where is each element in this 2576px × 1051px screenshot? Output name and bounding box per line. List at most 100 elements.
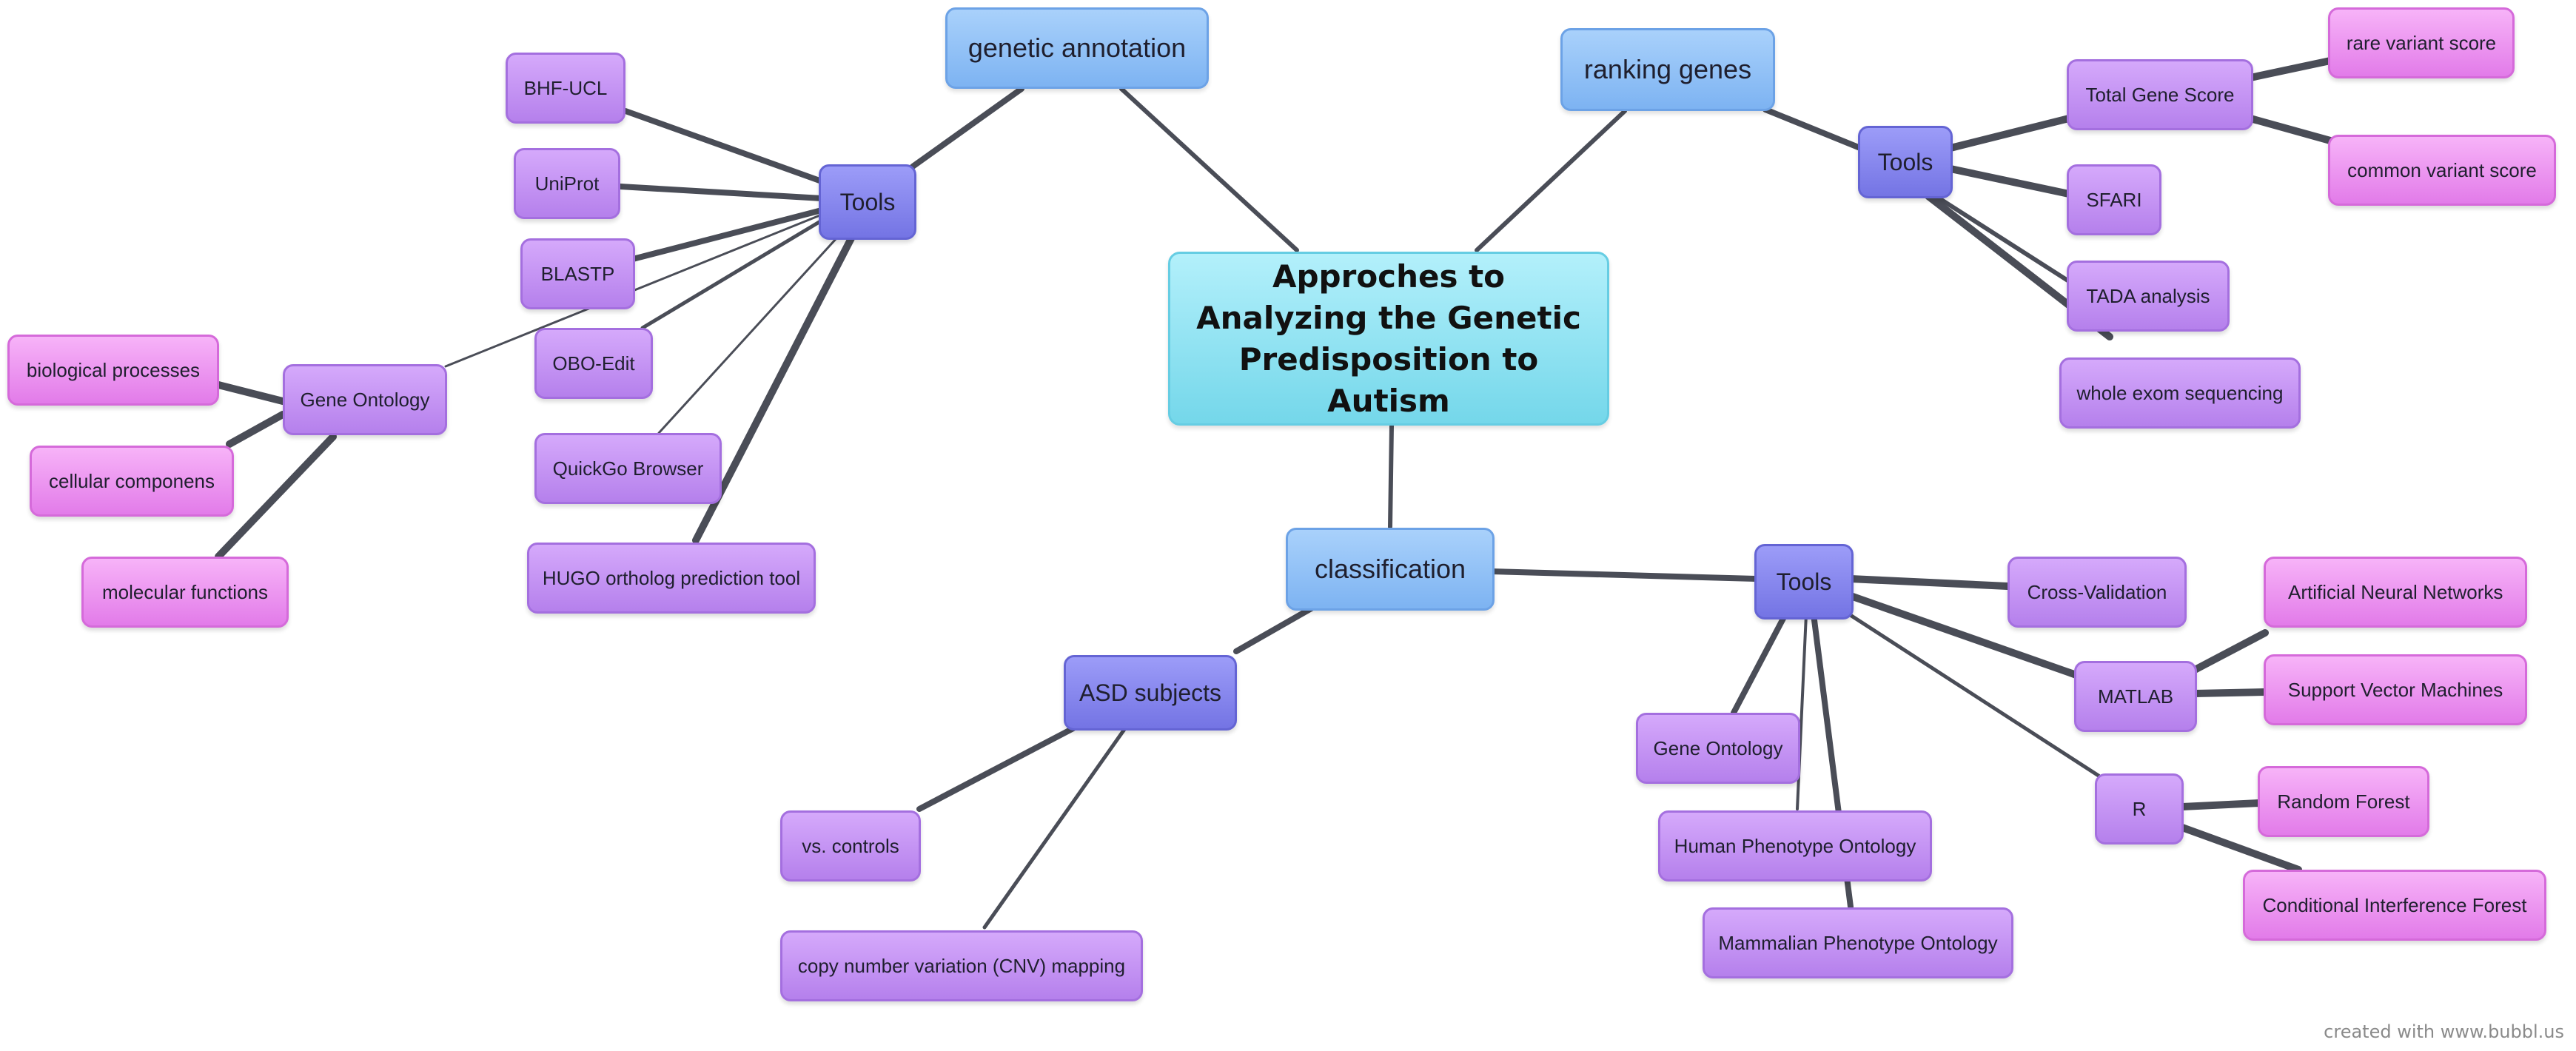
link-tools-tada: [1933, 194, 2071, 283]
ranking-genes-node[interactable]: ranking genes: [1560, 28, 1775, 111]
random-forest-label: Random Forest: [2277, 790, 2410, 813]
rare-variant-score-node[interactable]: rare variant score: [2328, 7, 2515, 78]
link-tools-quickgo: [657, 237, 838, 434]
classification-gene-ontology-node[interactable]: Gene Ontology: [1636, 713, 1800, 784]
whole-exom-sequencing-node[interactable]: whole exom sequencing: [2059, 357, 2301, 429]
link-tools-hugo: [692, 235, 855, 544]
link-tgs-common: [2247, 115, 2334, 144]
classification-tools-label: Tools: [1776, 568, 1832, 595]
link-center-ranking-genes: [1475, 109, 1627, 252]
link-tools-r: [1845, 611, 2101, 778]
cnv-mapping-node[interactable]: copy number variation (CNV) mapping: [780, 930, 1143, 1001]
link-tools-matlab: [1847, 592, 2080, 679]
support-vector-machines-node[interactable]: Support Vector Machines: [2264, 654, 2527, 725]
link-go-bio: [215, 381, 286, 405]
link-asd-cnv: [982, 726, 1127, 930]
link-go-cell: [226, 411, 286, 448]
biological-processes-label: biological processes: [26, 358, 201, 381]
link-center-genetic-annotation: [1119, 87, 1299, 252]
link-tools-blastp: [630, 207, 825, 262]
classification-gene-ontology-label: Gene Ontology: [1653, 736, 1783, 759]
annotation-tools-node[interactable]: Tools: [819, 164, 916, 240]
bhf-ucl-label: BHF-UCL: [523, 76, 608, 99]
common-variant-score-node[interactable]: common variant score: [2328, 135, 2556, 206]
link-tools-sfari: [1947, 165, 2073, 198]
cnv-mapping-label: copy number variation (CNV) mapping: [797, 954, 1126, 977]
cellular-componens-label: cellular componens: [48, 469, 215, 492]
classification-node[interactable]: classification: [1286, 528, 1495, 611]
obo-edit-label: OBO-Edit: [552, 352, 635, 375]
blastp-node[interactable]: BLASTP: [520, 238, 635, 309]
uniprot-node[interactable]: UniProt: [514, 148, 620, 219]
gene-ontology-node[interactable]: Gene Ontology: [283, 364, 447, 435]
matlab-label: MATLAB: [2097, 685, 2174, 708]
link-asd-controls: [916, 725, 1076, 812]
cellular-componens-node[interactable]: cellular componens: [30, 446, 234, 517]
genetic-annotation-label: genetic annotation: [967, 33, 1187, 63]
sfari-node[interactable]: SFARI: [2067, 164, 2161, 235]
classification-label: classification: [1314, 554, 1466, 584]
link-r-cif: [2178, 824, 2302, 873]
random-forest-node[interactable]: Random Forest: [2258, 766, 2429, 837]
link-ranking-tools: [1762, 107, 1863, 151]
asd-subjects-node[interactable]: ASD subjects: [1064, 655, 1237, 731]
tada-analysis-node[interactable]: TADA analysis: [2067, 261, 2230, 332]
bhf-ucl-node[interactable]: BHF-UCL: [506, 53, 625, 124]
hugo-ortholog-node[interactable]: HUGO ortholog prediction tool: [527, 543, 816, 614]
r-node[interactable]: R: [2095, 773, 2184, 845]
conditional-interference-forest-node[interactable]: Conditional Interference Forest: [2243, 870, 2546, 941]
molecular-functions-node[interactable]: molecular functions: [81, 557, 289, 628]
link-annotation-tools: [910, 86, 1024, 169]
r-label: R: [2132, 797, 2147, 820]
biological-processes-node[interactable]: biological processes: [7, 335, 219, 406]
uniprot-label: UniProt: [534, 172, 600, 195]
support-vector-machines-label: Support Vector Machines: [2287, 678, 2503, 701]
link-tools-crossval: [1847, 575, 2011, 590]
link-center-classification: [1388, 423, 1394, 529]
conditional-interference-forest-label: Conditional Interference Forest: [2262, 893, 2527, 916]
ranking-genes-label: ranking genes: [1583, 54, 1752, 84]
central-topic-node[interactable]: Approches to Analyzing the Genetic Predi…: [1168, 252, 1609, 426]
link-classification-tools: [1489, 568, 1759, 582]
link-go-mol: [215, 433, 337, 560]
cross-validation-node[interactable]: Cross-Validation: [2008, 557, 2187, 628]
link-tools-bhf: [623, 108, 825, 184]
total-gene-score-node[interactable]: Total Gene Score: [2067, 59, 2253, 130]
vs-controls-label: vs. controls: [802, 834, 899, 857]
whole-exom-sequencing-label: whole exom sequencing: [2076, 381, 2284, 404]
human-phenotype-ontology-label: Human Phenotype Ontology: [1674, 834, 1916, 857]
genetic-annotation-node[interactable]: genetic annotation: [945, 7, 1209, 89]
annotation-tools-label: Tools: [839, 188, 896, 215]
rare-variant-score-label: rare variant score: [2346, 31, 2497, 54]
sfari-label: SFARI: [2086, 188, 2142, 211]
link-r-rf: [2178, 799, 2263, 810]
central-topic-label: Approches to Analyzing the Genetic Predi…: [1196, 258, 1581, 419]
link-matlab-ann: [2191, 629, 2269, 674]
quickgo-browser-label: QuickGo Browser: [552, 457, 704, 480]
blastp-label: BLASTP: [540, 262, 615, 285]
vs-controls-node[interactable]: vs. controls: [780, 810, 921, 882]
link-tools-uniprot: [617, 184, 825, 201]
ranking-tools-label: Tools: [1877, 148, 1933, 175]
hugo-ortholog-label: HUGO ortholog prediction tool: [542, 566, 801, 589]
link-tools-tgs: [1947, 115, 2073, 152]
artificial-neural-networks-node[interactable]: Artificial Neural Networks: [2264, 557, 2527, 628]
artificial-neural-networks-label: Artificial Neural Networks: [2288, 581, 2503, 603]
matlab-node[interactable]: MATLAB: [2074, 661, 2197, 732]
asd-subjects-label: ASD subjects: [1079, 679, 1222, 706]
link-matlab-svm: [2191, 688, 2269, 697]
quickgo-browser-node[interactable]: QuickGo Browser: [534, 433, 722, 504]
link-tools-gene-ontology-2: [1731, 611, 1788, 716]
classification-tools-node[interactable]: Tools: [1754, 544, 1854, 619]
mammalian-phenotype-ontology-node[interactable]: Mammalian Phenotype Ontology: [1703, 907, 2013, 978]
cross-validation-label: Cross-Validation: [2027, 580, 2167, 603]
gene-ontology-label: Gene Ontology: [300, 388, 430, 411]
ranking-tools-node[interactable]: Tools: [1858, 126, 1953, 198]
human-phenotype-ontology-node[interactable]: Human Phenotype Ontology: [1658, 810, 1932, 882]
tada-analysis-label: TADA analysis: [2086, 284, 2210, 307]
link-classification-asd: [1233, 604, 1317, 654]
mammalian-phenotype-ontology-label: Mammalian Phenotype Ontology: [1718, 931, 1998, 954]
obo-edit-node[interactable]: OBO-Edit: [534, 328, 653, 399]
molecular-functions-label: molecular functions: [102, 580, 268, 603]
